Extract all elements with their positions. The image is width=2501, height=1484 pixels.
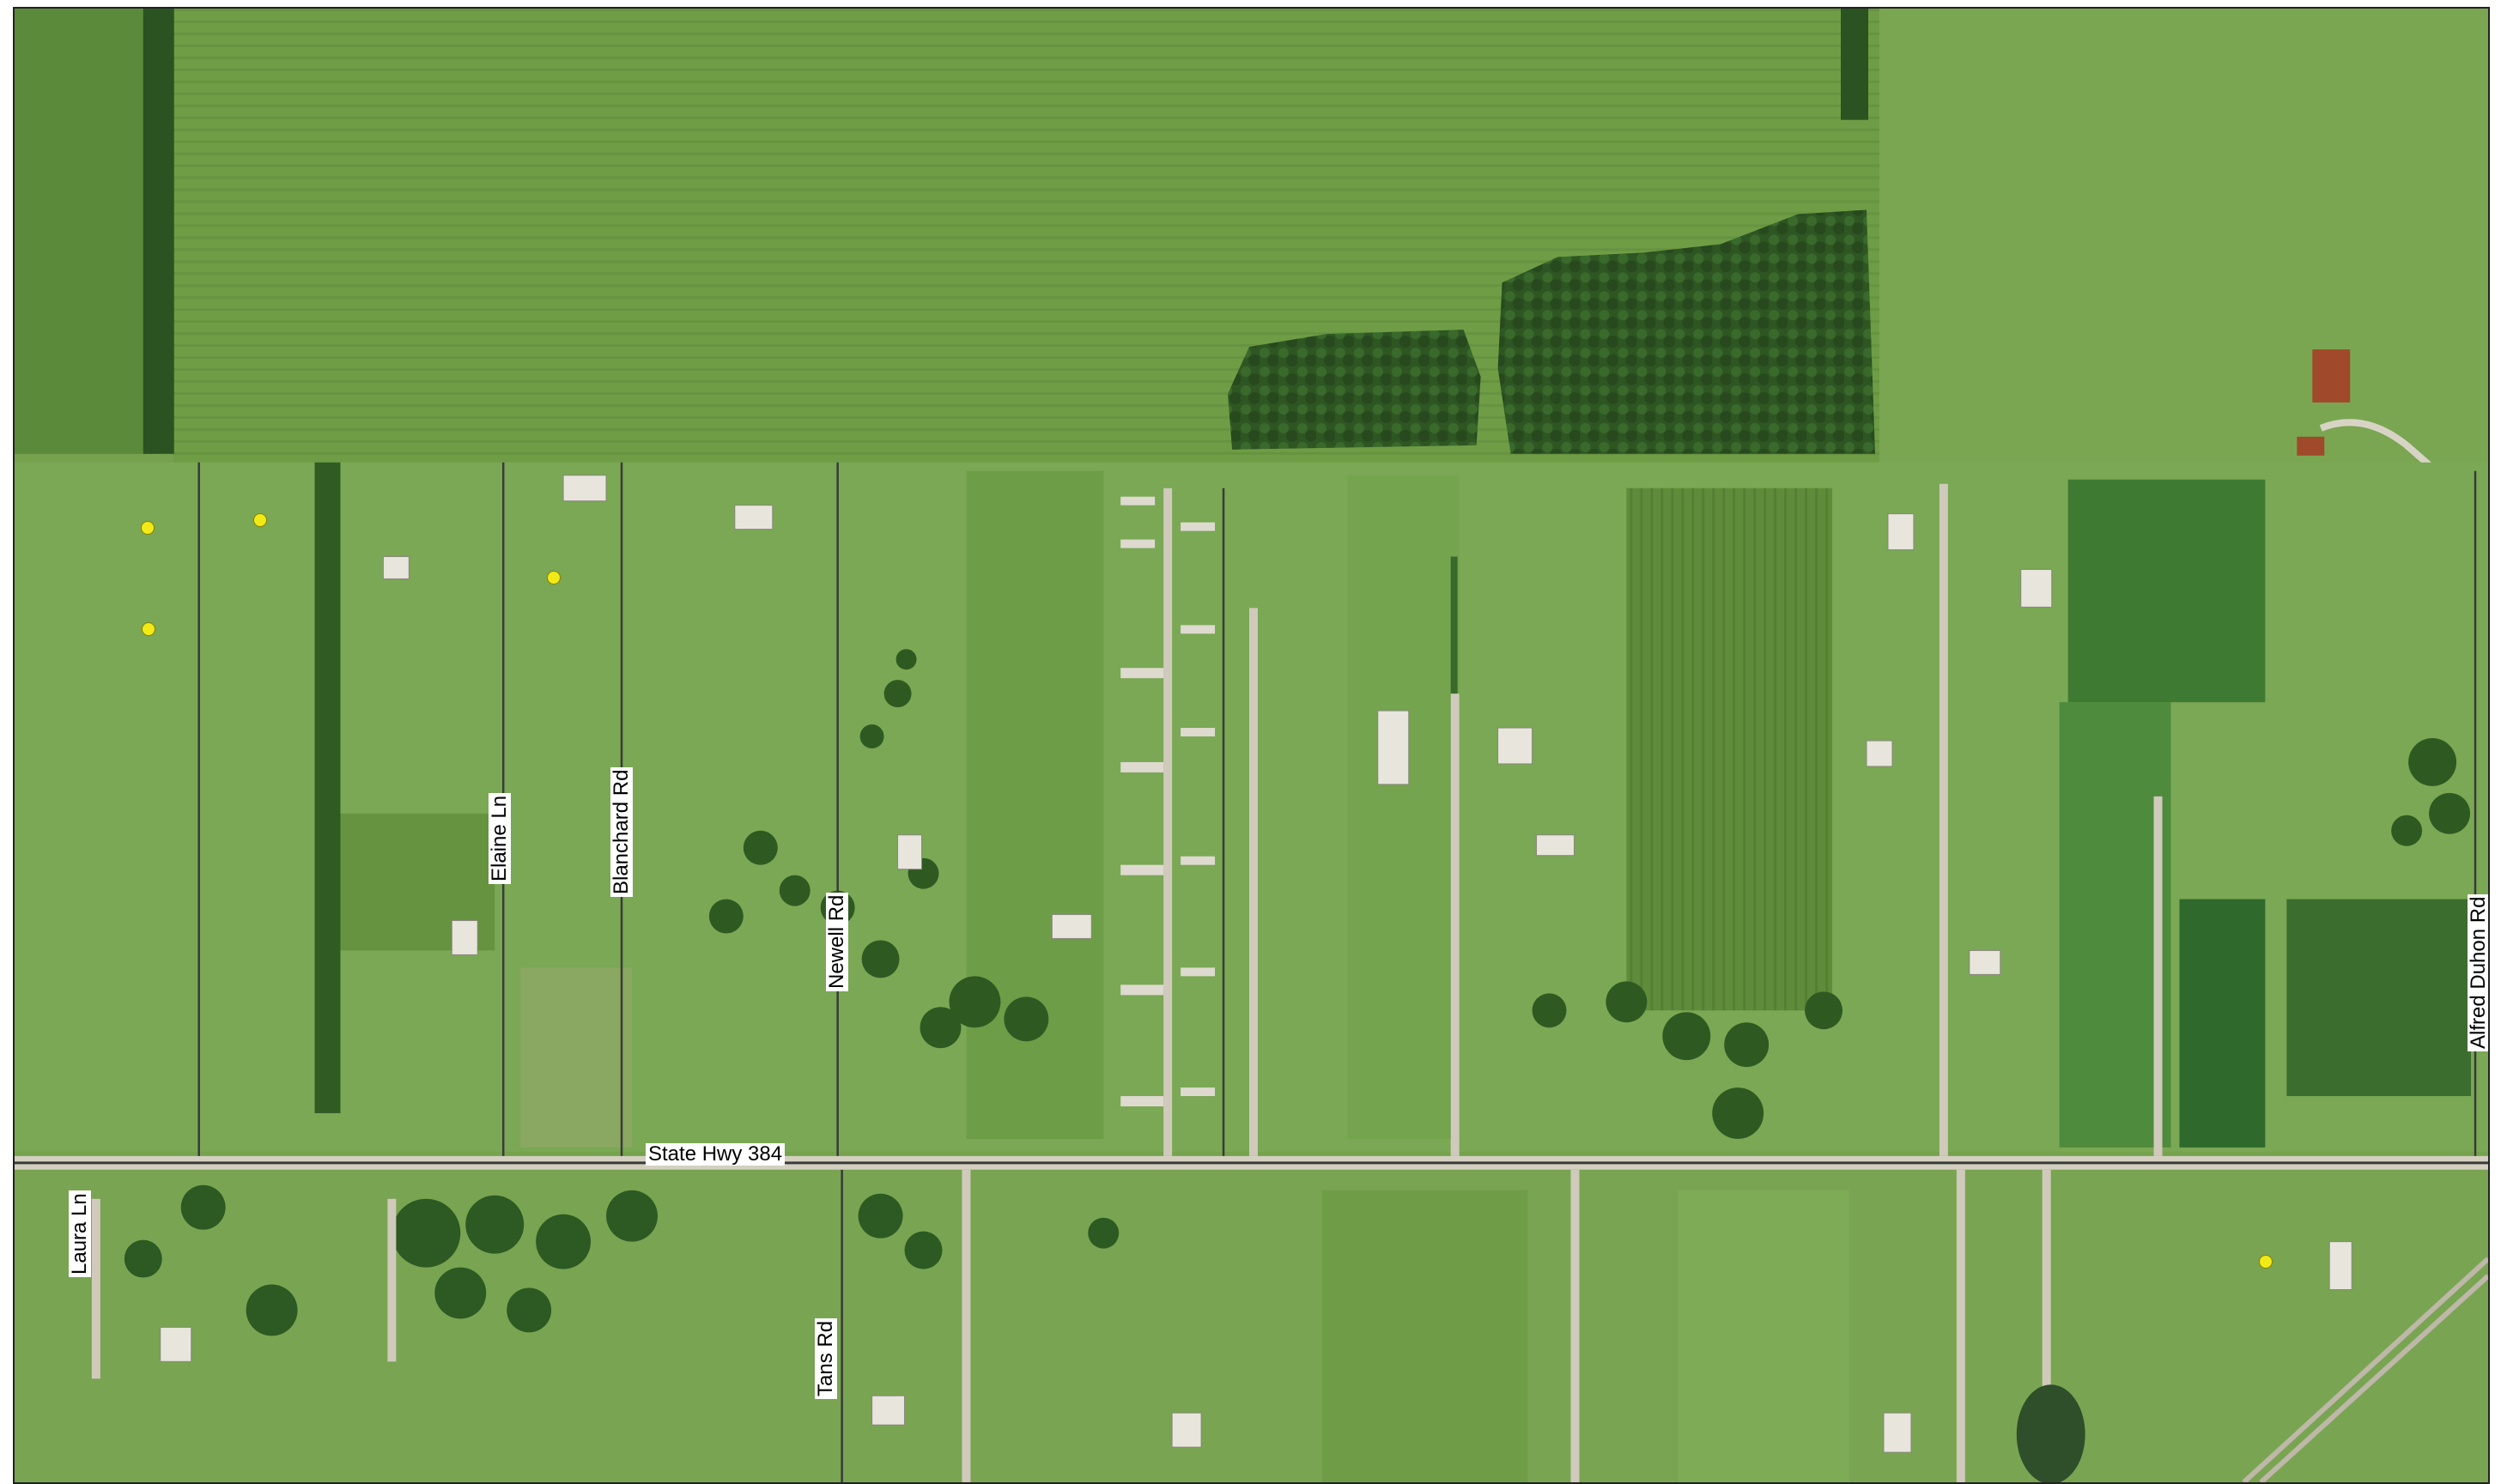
map-frame[interactable]: State Hwy 384 Elaine Ln Blanchard Rd New… — [13, 7, 2490, 1484]
field-strip-5 — [2059, 702, 2171, 1148]
field-strip-6 — [2179, 899, 2266, 1148]
road-label-elaine-ln: Elaine Ln — [488, 792, 511, 884]
field-strip-4 — [2067, 479, 2266, 703]
south-trees — [124, 1184, 1120, 1336]
location-marker[interactable] — [253, 513, 267, 527]
buildings — [160, 475, 2352, 1453]
tree-line-west — [143, 9, 174, 454]
farm-building — [2312, 349, 2351, 403]
road-label-blanchard-rd: Blanchard Rd — [610, 766, 633, 897]
field-strip-3 — [1626, 488, 1833, 1011]
field-strip-2 — [1347, 475, 1460, 1139]
field-strip-7 — [2286, 899, 2472, 1097]
field-north-west-small — [15, 9, 156, 454]
location-marker[interactable] — [142, 622, 155, 636]
farm-drive — [2319, 419, 2478, 508]
south-field-1 — [1321, 1190, 1528, 1482]
location-marker[interactable] — [547, 571, 561, 585]
aerial-imagery — [15, 9, 2488, 1482]
field-north-east — [1879, 9, 2488, 463]
location-marker[interactable] — [2259, 1255, 2273, 1269]
trailer-park — [1120, 496, 1216, 1107]
farm-building-2 — [2297, 436, 2325, 456]
road-label-laura-ln: Laura Ln — [68, 1190, 91, 1277]
road-label-alfred-duhon-rd: Alfred Duhon Rd — [2467, 893, 2488, 1051]
residential-south — [15, 1169, 2488, 1482]
pond — [2016, 1384, 2085, 1482]
tree-line-a — [314, 462, 341, 1114]
south-field-2 — [1678, 1190, 1850, 1482]
location-marker[interactable] — [141, 521, 155, 535]
railroad — [2242, 1257, 2488, 1482]
forest-patch-1 — [1228, 330, 1481, 450]
road-label-newell-rd: Newell Rd — [825, 892, 848, 991]
gravel-lanes — [1163, 483, 2163, 1156]
road-label-tans-rd: Tans Rd — [814, 1317, 837, 1399]
tree-line-east — [1841, 9, 1869, 120]
forest-patch-2 — [1497, 209, 1875, 454]
field-strip-8 — [520, 967, 633, 1148]
road-label-state-hwy-384: State Hwy 384 — [646, 1143, 786, 1166]
